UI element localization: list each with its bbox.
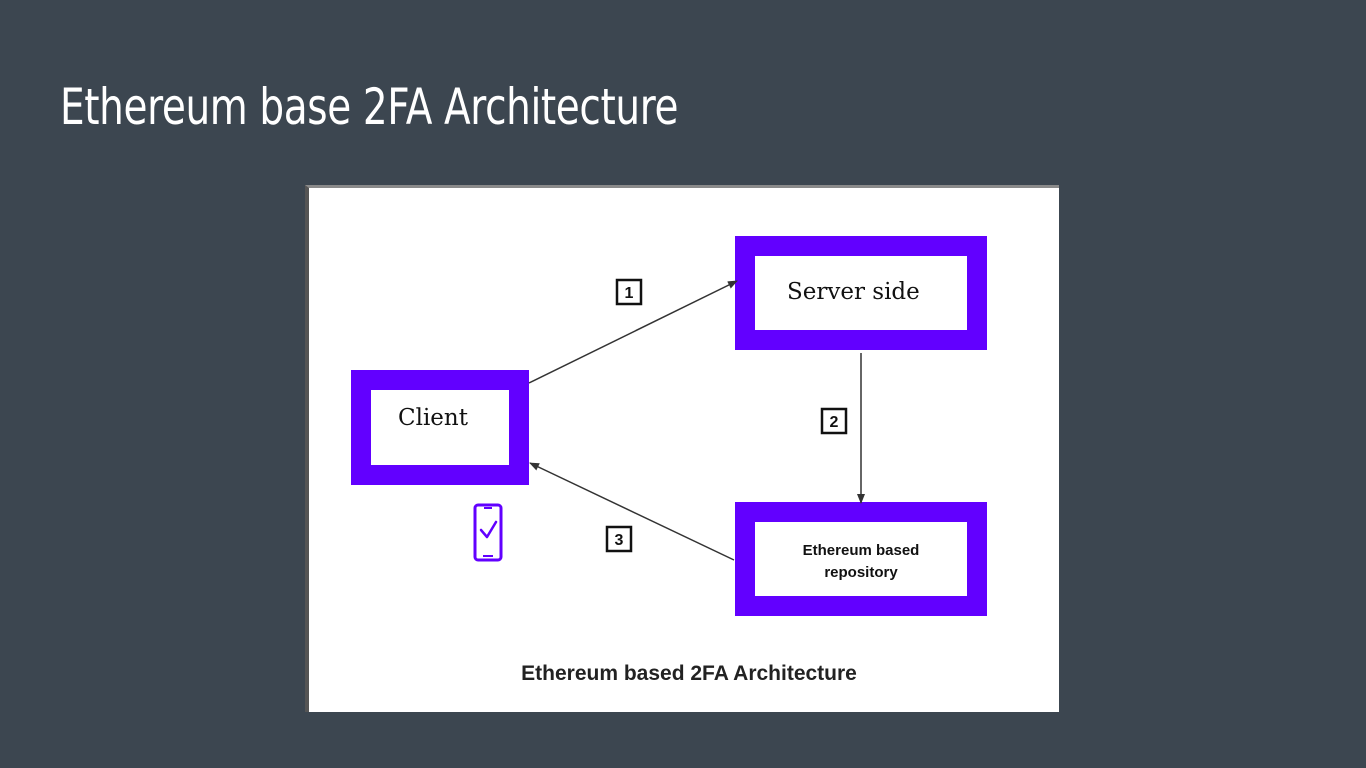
svg-text:2: 2 (830, 414, 839, 431)
smartphone-check-icon (473, 503, 503, 562)
svg-text:1: 1 (625, 285, 634, 302)
step-2-label: 2 (820, 407, 848, 435)
slide-title: Ethereum base 2FA Architecture (60, 78, 679, 136)
client-label: Client (398, 405, 469, 431)
svg-text:3: 3 (615, 532, 624, 549)
architecture-diagram: Client Server side Ethereum based reposi… (351, 236, 987, 685)
repository-label-line2: repository (824, 564, 898, 581)
step-1-label: 1 (615, 278, 643, 306)
arrow-client-to-server (528, 280, 738, 384)
step-3-label: 3 (605, 525, 633, 553)
figure-caption: Ethereum based 2FA Architecture (521, 662, 857, 685)
repository-node: Ethereum based repository (735, 502, 987, 616)
repository-label-line1: Ethereum based (803, 542, 920, 559)
client-node: Client (351, 370, 529, 485)
server-label: Server side (787, 279, 920, 305)
arrow-repository-to-client (529, 462, 735, 561)
server-node: Server side (735, 236, 987, 350)
architecture-figure: Client Server side Ethereum based reposi… (305, 185, 1059, 712)
